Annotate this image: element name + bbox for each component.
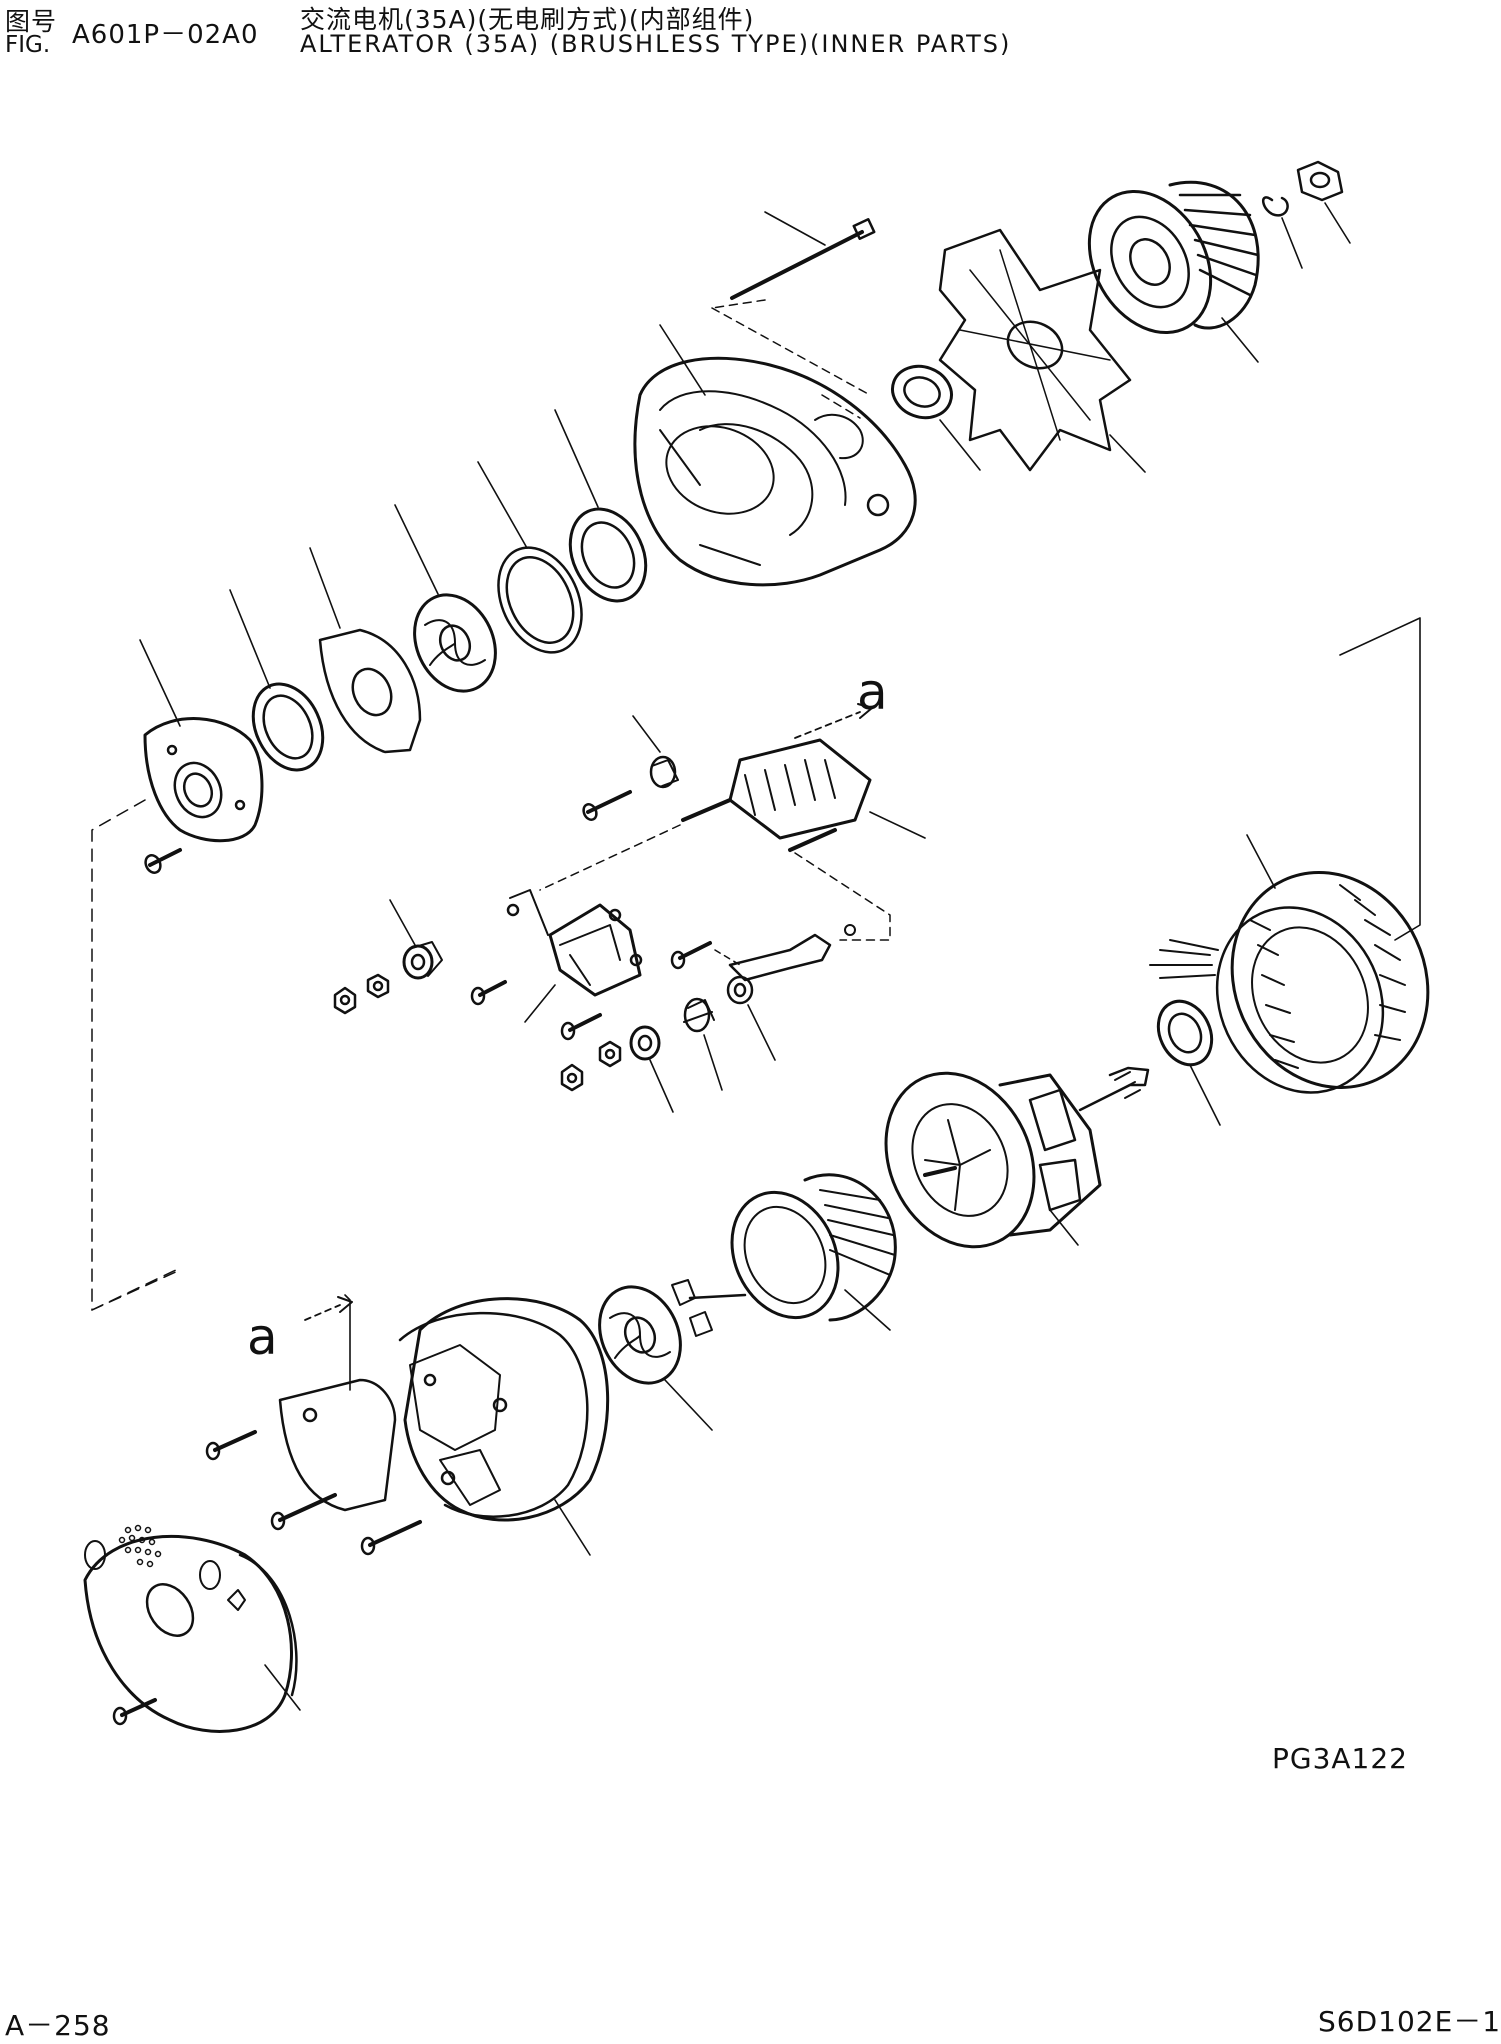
rear-frame <box>278 1297 610 1522</box>
leader-line <box>394 504 439 595</box>
insulator-tube <box>683 997 715 1033</box>
screw <box>582 790 632 821</box>
gasket-ring <box>497 546 583 654</box>
leader-line <box>389 899 416 946</box>
through-bolt <box>711 218 876 309</box>
leader-line <box>264 1664 301 1711</box>
leader-line <box>1246 834 1276 889</box>
bearing-retainer-plate <box>143 717 264 843</box>
leader-line <box>632 715 661 753</box>
stator <box>1149 871 1430 1094</box>
rectifier-assembly <box>728 738 872 840</box>
leader-line <box>524 984 556 1023</box>
seal-washer <box>251 682 325 772</box>
leader-line <box>1221 317 1259 363</box>
dashed-guide <box>714 949 741 966</box>
screw <box>670 941 712 970</box>
leader-line <box>659 324 706 396</box>
view-arrow-line <box>344 1294 351 1391</box>
dashed-guide <box>539 824 891 941</box>
view-marker-bottom: a <box>247 1308 278 1366</box>
leader-line <box>1189 1064 1221 1126</box>
view-arrow-line <box>304 1304 341 1321</box>
pulley-nut <box>1296 160 1344 202</box>
collar <box>726 975 754 1005</box>
leader-line <box>764 211 826 246</box>
view-marker-top: a <box>857 663 888 721</box>
leader-line <box>1324 202 1351 244</box>
stud-bolt <box>681 798 732 822</box>
nut <box>366 973 390 999</box>
dashed-guide <box>711 307 871 419</box>
pulley <box>1087 180 1260 335</box>
leader-line <box>939 419 981 471</box>
fig-label-english: FIG. <box>5 32 51 58</box>
view-arrow-head <box>337 1296 353 1313</box>
figure-number: A601P－02A0 <box>72 20 259 50</box>
border-line <box>1339 617 1421 941</box>
stud-bolt <box>788 828 837 852</box>
connector-plate <box>728 933 832 982</box>
snap-ring <box>1262 196 1289 217</box>
small-washer <box>844 924 856 936</box>
nut <box>560 1063 584 1092</box>
leader-line <box>1049 1209 1079 1246</box>
leader-line <box>869 811 926 839</box>
rear-bearing <box>413 593 497 693</box>
leader-line <box>1281 217 1303 269</box>
rear-bearing-2 <box>598 1285 682 1385</box>
leader-line <box>1109 434 1146 473</box>
nut <box>333 986 357 1015</box>
screw <box>470 980 507 1006</box>
leader-line <box>309 547 341 629</box>
dashed-guide <box>91 799 181 1311</box>
leader-line <box>649 1059 674 1113</box>
rotor <box>884 1066 1150 1249</box>
insulating-bush <box>402 941 443 980</box>
screw <box>205 1430 257 1461</box>
leader-line <box>747 1004 776 1061</box>
fig-label-chinese: 图号 <box>5 7 58 36</box>
nut <box>598 1040 622 1068</box>
leader-line <box>703 1034 723 1091</box>
sleeve <box>649 755 679 789</box>
reference-code: PG3A122 <box>1272 1742 1408 1775</box>
leader-line <box>554 1499 591 1556</box>
view-arrow-line <box>794 711 861 739</box>
end-cover <box>83 1524 298 1733</box>
stator-bearing <box>1156 999 1214 1067</box>
page-number: A－258 <box>5 2009 111 2042</box>
title-chinese: 交流电机(35A)(无电刷方式)(内部组件) <box>300 5 755 34</box>
field-coil <box>671 1173 897 1337</box>
leader-line <box>664 1379 713 1431</box>
dashed-guide <box>91 1267 181 1311</box>
model-code: S6D102E－1 <box>1318 2005 1501 2038</box>
title-english: ALTERATOR (35A) (BRUSHLESS TYPE)(INNER P… <box>300 30 1012 58</box>
leader-line <box>844 1289 891 1331</box>
insulator-bushing <box>629 1025 661 1061</box>
screw <box>560 1013 602 1041</box>
voltage-regulator <box>506 889 643 997</box>
screw <box>360 1520 422 1556</box>
view-arrow-head <box>857 703 873 719</box>
cooling-fan <box>938 228 1132 472</box>
oil-seal-1 <box>568 507 648 603</box>
leader-line <box>139 639 181 727</box>
vent-holes <box>118 1524 162 1568</box>
screw <box>270 1493 337 1531</box>
screw <box>144 848 182 874</box>
rear-bracket-housing <box>633 356 917 587</box>
leader-line <box>477 461 528 549</box>
leader-line <box>554 409 599 508</box>
screw <box>112 1698 157 1726</box>
leader-line <box>229 589 271 689</box>
bearing-plate <box>318 628 422 754</box>
front-bearing <box>891 364 953 420</box>
